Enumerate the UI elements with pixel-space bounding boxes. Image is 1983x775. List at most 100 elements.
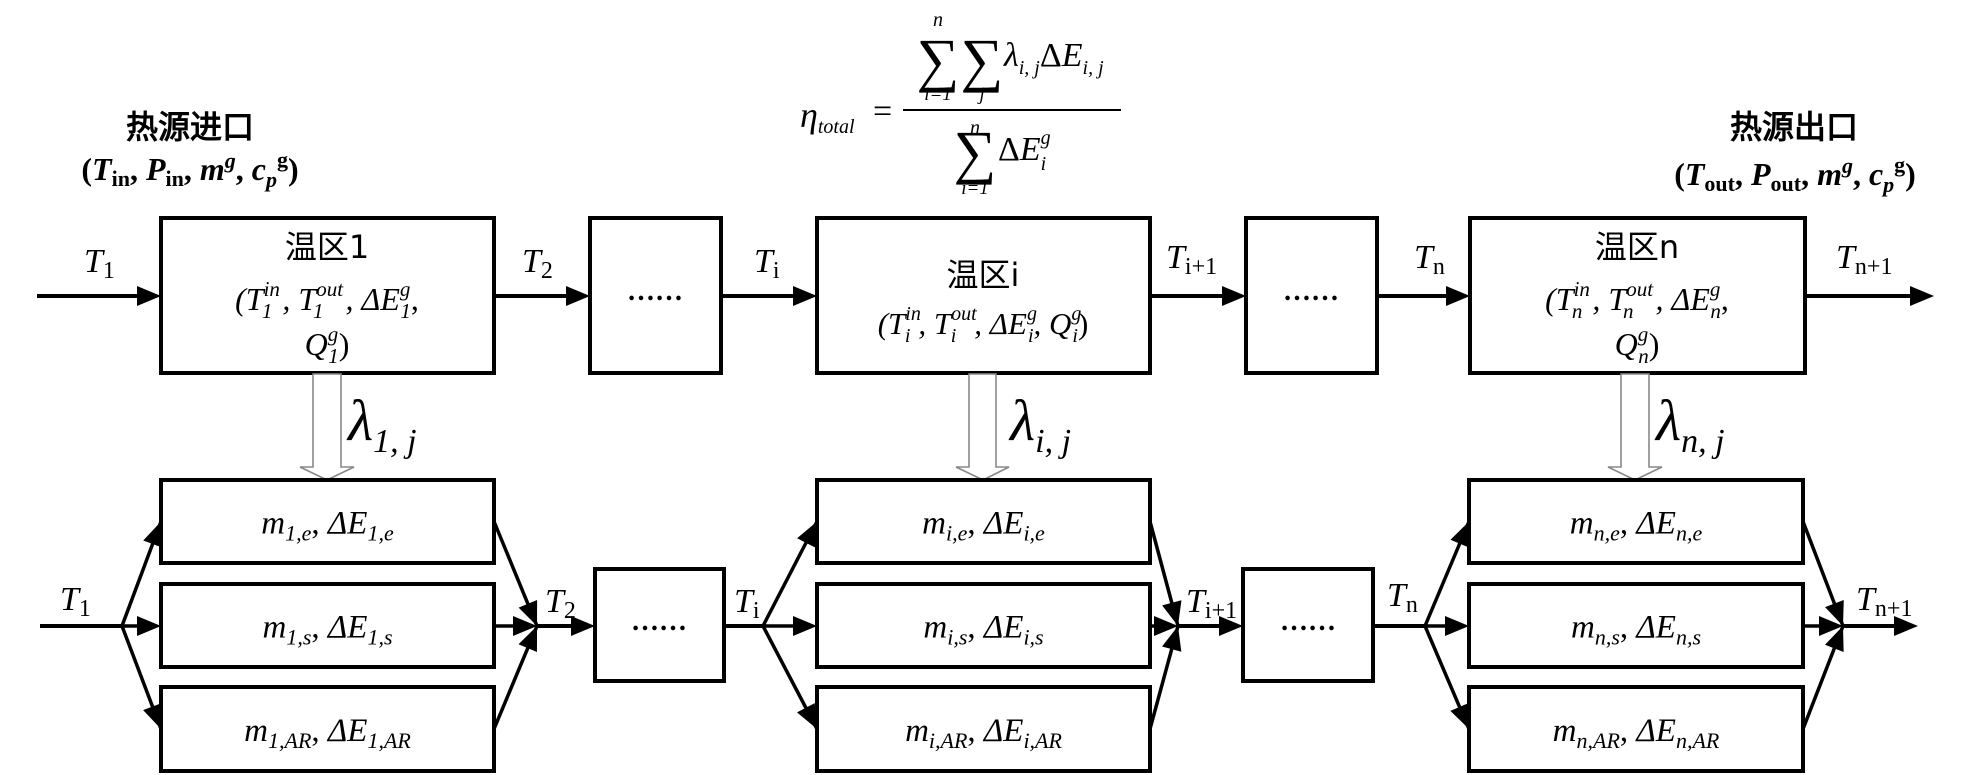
arrow-head xyxy=(566,286,590,306)
arrow-head xyxy=(1450,521,1469,548)
top-label-tn1: Tn+1 xyxy=(1836,239,1892,280)
ellipsis-frame xyxy=(593,567,726,683)
heat-source-outlet-label: 热源出口 (Tout, Pout, mg, cpg) xyxy=(1674,108,1916,197)
unit-frame xyxy=(159,685,496,773)
arrow-head xyxy=(1219,616,1243,636)
arrow-head xyxy=(143,521,162,548)
arrow-head xyxy=(1824,626,1844,652)
unit-box-1-ar[interactable]: m1,AR, ΔE1,AR xyxy=(159,685,496,773)
lambda-arrow-n: λn, j xyxy=(1607,373,1725,481)
num-sigma2-bottom: j xyxy=(976,84,984,105)
arrow-head xyxy=(513,616,537,636)
den-sigma-bottom: i=1 xyxy=(961,178,989,199)
num-sigma2: ∑ xyxy=(961,27,1004,93)
unit-box-1-s[interactable]: m1,s, ΔE1,s xyxy=(159,582,496,669)
lambda-i-label: λi, j xyxy=(1008,388,1071,460)
unit-label: mn,AR, ΔEn,AR xyxy=(1553,713,1720,753)
zone-1-frame xyxy=(159,216,496,375)
unit-frame xyxy=(159,582,496,669)
arrow-head xyxy=(1894,616,1918,636)
zone-i-units: mi,e, ΔEi,e mi,s, ΔEi,s mi,AR, ΔEi,AR xyxy=(761,478,1182,773)
zone-n-title: 温区n xyxy=(1595,228,1679,266)
bottom-label-ti1: Ti+1 xyxy=(1186,583,1237,624)
ellipsis-text: …… xyxy=(1280,606,1336,637)
unit-box-n-e[interactable]: mn,e, ΔEn,e xyxy=(1467,478,1805,565)
unit-label: m1,AR, ΔE1,AR xyxy=(244,713,411,753)
den-sigma: ∑ xyxy=(954,119,997,185)
unit-frame xyxy=(1467,582,1805,669)
arrow-head xyxy=(1825,600,1844,626)
top-label-ti: Ti xyxy=(754,243,780,284)
ellipsis-text: …… xyxy=(627,276,683,307)
num-sigma1: ∑ xyxy=(917,27,960,93)
heat-source-inlet-label: 热源进口 (Tin, Pin, mg, cpg) xyxy=(81,108,298,192)
arrow-head xyxy=(1154,616,1178,636)
formula-equals: = xyxy=(873,93,892,130)
unit-box-1-e[interactable]: m1,e, ΔE1,e xyxy=(159,478,496,565)
hollow-down-arrow-icon xyxy=(299,373,355,481)
unit-label: mn,e, ΔEn,e xyxy=(1570,506,1703,546)
unit-label: mi,e, ΔEi,e xyxy=(922,506,1045,546)
unit-label: mi,AR, ΔEi,AR xyxy=(905,713,1062,753)
lambda-arrows: λ1, j λi, j λn, j xyxy=(299,373,1725,481)
bottom-ellipsis-box-1: …… xyxy=(593,567,726,683)
lambda-1-label: λ1, j xyxy=(346,388,417,460)
unit-frame xyxy=(1467,685,1805,773)
zone-n-units: mn,e, ΔEn,e mn,s, ΔEn,s mn,AR, ΔEn,AR xyxy=(1423,478,1845,773)
lambda-arrow-i: λi, j xyxy=(955,373,1071,481)
ellipsis-frame xyxy=(588,216,723,375)
unit-label: mi,s, ΔEi,s xyxy=(923,610,1043,650)
arrow-head xyxy=(137,286,161,306)
unit-frame xyxy=(815,582,1152,669)
arrow-head xyxy=(143,703,162,729)
top-flow-arrows xyxy=(37,286,1934,306)
top-ellipsis-box-1: …… xyxy=(588,216,723,375)
zone-i-frame xyxy=(815,216,1152,375)
arrow-head xyxy=(518,600,538,626)
arrow-head xyxy=(1819,616,1843,636)
inlet-params: (Tin, Pin, mg, cpg) xyxy=(81,147,298,192)
top-label-t2: T2 xyxy=(522,243,553,284)
ellipsis-text: …… xyxy=(631,606,687,637)
formula-lhs: ηtotal xyxy=(800,95,855,138)
unit-box-n-ar[interactable]: mn,AR, ΔEn,AR xyxy=(1467,685,1805,773)
lambda-arrow-1: λ1, j xyxy=(299,373,417,481)
top-ellipsis-box-2: …… xyxy=(1244,216,1379,375)
outlet-params: (Tout, Pout, mg, cpg) xyxy=(1674,152,1916,197)
ellipsis-frame xyxy=(1241,567,1375,683)
num-sigma1-top: n xyxy=(933,9,943,31)
arrow-head xyxy=(1450,703,1469,729)
unit-box-i-s[interactable]: mi,s, ΔEi,s xyxy=(815,582,1152,669)
inlet-title: 热源进口 xyxy=(126,108,254,146)
bottom-label-t1: T1 xyxy=(60,581,91,622)
unit-box-i-ar[interactable]: mi,AR, ΔEi,AR xyxy=(815,685,1152,773)
bottom-label-ti: Ti xyxy=(734,583,760,624)
arrow-head xyxy=(796,703,817,729)
unit-box-i-e[interactable]: mi,e, ΔEi,e xyxy=(815,478,1152,565)
total-efficiency-formula: ηtotal = n ∑ i=1 ∑ j λi, jΔEi, j n ∑ i=1… xyxy=(800,9,1121,199)
bottom-label-tn1: Tn+1 xyxy=(1856,581,1912,622)
arrow-head xyxy=(793,286,817,306)
zone-n-frame xyxy=(1468,216,1807,375)
top-label-ti1: Ti+1 xyxy=(1166,239,1217,280)
arrow-head xyxy=(793,616,817,636)
top-label-tn: Tn xyxy=(1414,239,1445,280)
ellipsis-frame xyxy=(1244,216,1379,375)
unit-label: m1,e, ΔE1,e xyxy=(261,506,394,546)
unit-label: m1,s, ΔE1,s xyxy=(263,610,393,650)
num-term: λi, jΔEi, j xyxy=(1003,37,1104,79)
unit-box-n-s[interactable]: mn,s, ΔEn,s xyxy=(1467,582,1805,669)
arrow-head xyxy=(137,616,161,636)
bottom-ellipsis-box-2: …… xyxy=(1241,567,1375,683)
num-sigma1-bottom: i=1 xyxy=(924,84,952,105)
